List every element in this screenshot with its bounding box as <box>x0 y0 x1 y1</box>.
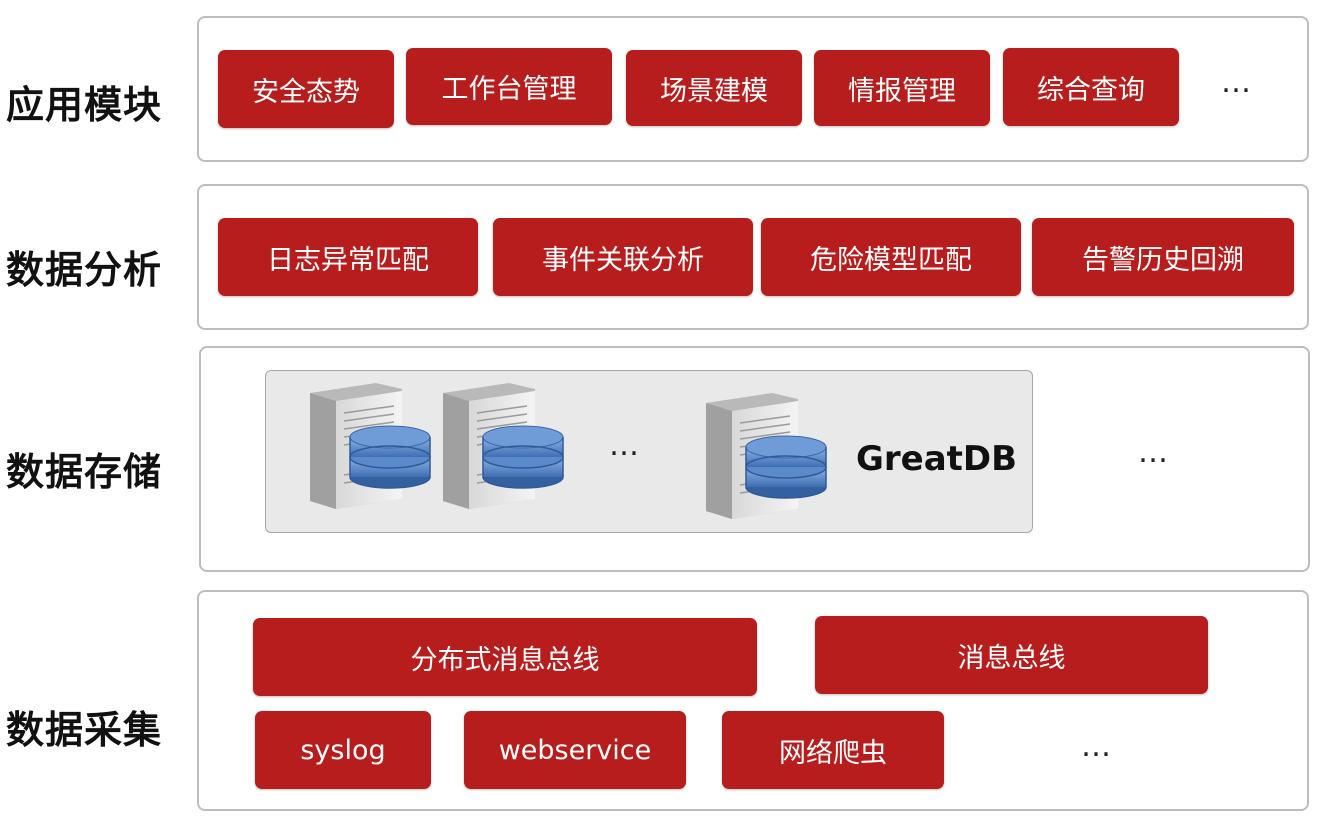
app-item-security[interactable]: 安全态势 <box>218 50 394 128</box>
database-server-2 <box>439 379 569 518</box>
analysis-item-alert-history[interactable]: 告警历史回溯 <box>1032 218 1294 296</box>
app-more-ellipsis: … <box>1221 65 1253 100</box>
storage-layer-panel: … <box>199 346 1310 572</box>
layer-label-app: 应用模块 <box>6 83 163 127</box>
storage-more-ellipsis: … <box>1138 435 1170 470</box>
analysis-item-log-anomaly[interactable]: 日志异常匹配 <box>218 218 478 296</box>
database-server-icon <box>310 383 431 509</box>
greatdb-label: GreatDB <box>856 439 1018 479</box>
layer-label-analysis: 数据分析 <box>6 248 163 292</box>
app-item-scene-modeling[interactable]: 场景建模 <box>626 50 802 126</box>
database-server-icon <box>443 383 564 509</box>
storage-cluster-box: … <box>265 370 1033 533</box>
collection-more-ellipsis: … <box>1081 729 1113 764</box>
database-server-1 <box>306 379 436 518</box>
app-layer-panel: 安全态势 工作台管理 场景建模 情报管理 综合查询 … <box>197 16 1309 162</box>
app-item-intelligence[interactable]: 情报管理 <box>814 50 990 126</box>
database-server-icon <box>706 393 827 519</box>
database-server-greatdb <box>702 389 832 528</box>
app-item-query[interactable]: 综合查询 <box>1003 48 1179 126</box>
storage-inner-ellipsis: … <box>609 428 641 463</box>
layer-label-storage: 数据存储 <box>6 450 163 494</box>
analysis-item-event-correlation[interactable]: 事件关联分析 <box>493 218 753 296</box>
collection-layer-panel: 分布式消息总线 消息总线 syslog webservice 网络爬虫 … <box>197 590 1309 811</box>
layer-label-collection: 数据采集 <box>6 708 163 752</box>
source-syslog[interactable]: syslog <box>255 711 431 789</box>
app-item-workbench[interactable]: 工作台管理 <box>406 48 612 125</box>
analysis-layer-panel: 日志异常匹配 事件关联分析 危险模型匹配 告警历史回溯 <box>197 184 1309 330</box>
source-webservice[interactable]: webservice <box>464 711 686 789</box>
message-bus[interactable]: 消息总线 <box>815 616 1208 694</box>
distributed-message-bus[interactable]: 分布式消息总线 <box>253 618 757 696</box>
source-web-crawler[interactable]: 网络爬虫 <box>722 711 944 789</box>
analysis-item-threat-model[interactable]: 危险模型匹配 <box>761 218 1021 296</box>
